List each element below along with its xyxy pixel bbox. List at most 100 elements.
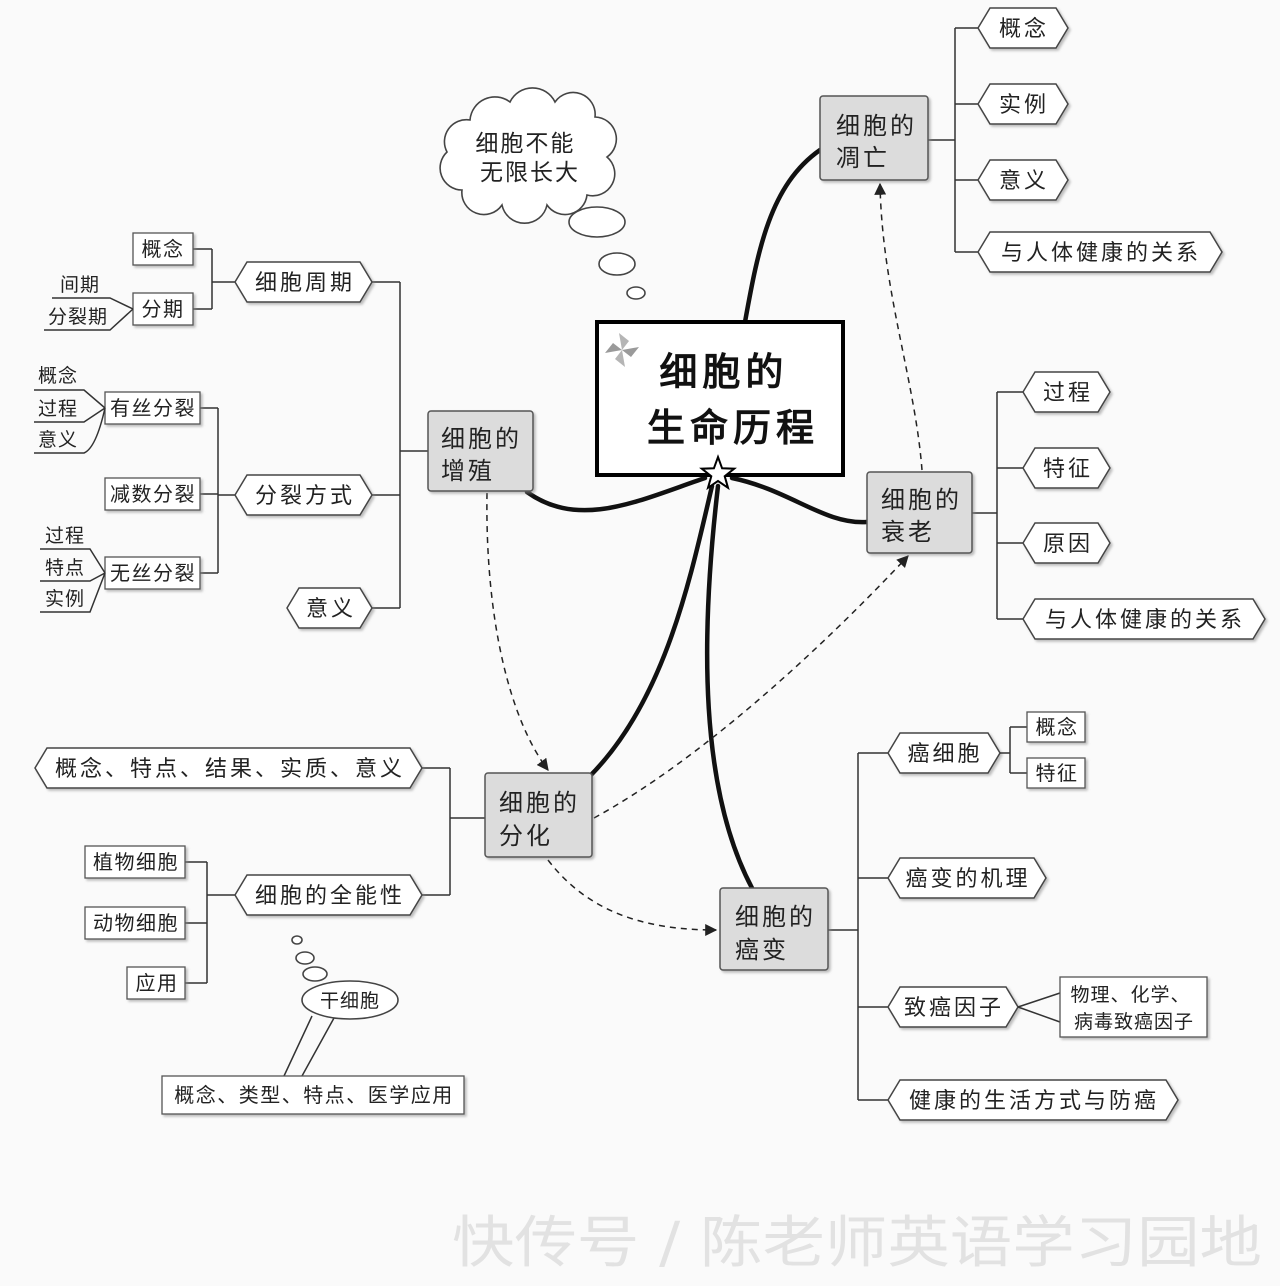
carcinogens-detail-line-2: 病毒致癌因子 bbox=[1074, 1011, 1194, 1033]
phase-division: 分裂期 bbox=[48, 306, 108, 328]
senescence-item-features: 特征 bbox=[1043, 457, 1093, 482]
differentiation-title-line-1: 细胞的 bbox=[499, 789, 580, 817]
prevention-tag bbox=[887, 1079, 1179, 1121]
mechanism-label: 癌变的机理 bbox=[905, 867, 1030, 892]
cell-cycle-concept: 概念 bbox=[142, 237, 185, 261]
proliferation-title: 细胞的 增殖 bbox=[441, 425, 533, 485]
carcinogens-detail-box bbox=[1059, 976, 1208, 1038]
branch-line-canceration bbox=[704, 483, 755, 891]
stem-cell-details-box bbox=[161, 1075, 465, 1115]
senescence-tag-process bbox=[1022, 371, 1111, 413]
carcinogens-connectors bbox=[1017, 992, 1061, 1023]
differentiation-title-line-2: 分化 bbox=[499, 822, 553, 850]
stem-cell-ellipse bbox=[301, 980, 399, 1020]
differentiation-title: 细胞的 分化 bbox=[499, 789, 591, 850]
thought-bubble: 细胞不能 无限长大 bbox=[439, 87, 646, 300]
connector-line bbox=[928, 27, 978, 253]
senescence-title-line-2: 衰老 bbox=[881, 518, 935, 546]
differentiation-node bbox=[484, 772, 593, 858]
cancer-cell-label: 癌细胞 bbox=[907, 742, 982, 767]
canceration-title-line-1: 细胞的 bbox=[735, 903, 816, 931]
proliferation-connectors bbox=[372, 281, 428, 609]
senescence-connectors bbox=[972, 391, 1023, 620]
branch-line-senescence bbox=[729, 475, 870, 525]
senescence-tag-causes bbox=[1022, 522, 1111, 564]
division-modes-label: 分裂方式 bbox=[255, 484, 355, 509]
differentiation-branch: 细胞的 分化 概念、特点、结果、实质、意义 细胞的全能性 植物细胞 动物细胞 应… bbox=[34, 747, 593, 1115]
totipotency-animal-cell: 动物细胞 bbox=[93, 911, 179, 935]
proliferation-node bbox=[427, 410, 534, 492]
stem-cell-dot-large bbox=[302, 966, 328, 982]
arrow-proliferation-to-differentiation bbox=[486, 492, 549, 771]
thought-text: 细胞不能 无限长大 bbox=[475, 131, 584, 186]
apoptosis-connectors bbox=[928, 27, 978, 253]
proliferation-significance-tag bbox=[286, 587, 373, 629]
apoptosis-item-example: 实例 bbox=[999, 93, 1049, 118]
carcinogens-label: 致癌因子 bbox=[904, 996, 1004, 1021]
thought-line-2: 无限长大 bbox=[480, 160, 580, 186]
carcinogens-detail-line-1: 物理、化学、 bbox=[1070, 984, 1190, 1006]
center-title-line-1: 细胞的 bbox=[659, 350, 788, 394]
stem-cell-dot-medium bbox=[295, 951, 315, 965]
totipotency-plant-box bbox=[84, 845, 186, 879]
thought-line-1: 细胞不能 bbox=[475, 131, 575, 157]
arrow-differentiation-to-canceration bbox=[547, 859, 718, 936]
totipotency-tag bbox=[234, 874, 423, 916]
senescence-tag-features bbox=[1022, 447, 1111, 489]
thought-dot-medium bbox=[598, 252, 636, 276]
apoptosis-title: 细胞的 凋亡 bbox=[836, 112, 928, 172]
phases-connectors bbox=[44, 297, 134, 331]
mitosis-item-significance: 意义 bbox=[38, 429, 78, 451]
canceration-branch: 细胞的 癌变 癌细胞 概念 特征 癌变的机理 致癌因子 物理、化学、 病毒致癌因… bbox=[719, 711, 1208, 1121]
senescence-item-health: 与人体健康的关系 bbox=[1045, 608, 1245, 633]
cancer-cell-features-box bbox=[1026, 757, 1086, 789]
amitosis-item-process: 过程 bbox=[45, 525, 85, 547]
meiosis-box bbox=[104, 477, 201, 511]
meiosis-label: 减数分裂 bbox=[110, 482, 196, 506]
apoptosis-item-concept: 概念 bbox=[999, 17, 1049, 42]
cell-cycle-tag bbox=[234, 261, 373, 303]
thought-dot-large bbox=[568, 206, 626, 238]
watermark-text: 快传号 / 陈老师英语学习园地 bbox=[452, 1211, 1262, 1276]
mitosis-connectors bbox=[34, 389, 106, 454]
totipotency-plant-cell: 植物细胞 bbox=[93, 850, 179, 874]
stem-cell-callout bbox=[283, 1015, 335, 1077]
senescence-node bbox=[866, 471, 973, 554]
apoptosis-tag-significance bbox=[977, 159, 1069, 201]
star-icon bbox=[699, 454, 737, 491]
cancer-cell-connectors bbox=[1000, 726, 1027, 774]
senescence-item-process: 过程 bbox=[1043, 381, 1093, 406]
senescence-title-line-1: 细胞的 bbox=[881, 486, 962, 514]
differentiation-connectors bbox=[422, 767, 485, 896]
prevention-label: 健康的生活方式与防癌 bbox=[909, 1089, 1159, 1114]
center-title: 细胞的 生命历程 bbox=[647, 350, 819, 450]
stem-cell-details: 概念、类型、特点、医学应用 bbox=[174, 1083, 454, 1107]
apoptosis-title-line-2: 凋亡 bbox=[836, 144, 890, 172]
arrow-senescence-to-apoptosis bbox=[874, 182, 923, 471]
branch-line-apoptosis bbox=[742, 147, 823, 325]
stem-cell-label: 干细胞 bbox=[320, 990, 380, 1012]
apoptosis-item-health: 与人体健康的关系 bbox=[1001, 241, 1201, 266]
cell-cycle-concept-box bbox=[132, 232, 194, 266]
canceration-connectors bbox=[828, 752, 888, 1101]
thought-dot-small bbox=[626, 286, 646, 300]
apoptosis-node bbox=[819, 95, 929, 181]
apoptosis-title-line-1: 细胞的 bbox=[836, 112, 917, 140]
cell-cycle-connectors bbox=[193, 248, 235, 310]
carcinogens-detail: 物理、化学、 病毒致癌因子 bbox=[1070, 984, 1197, 1033]
center-title-line-2: 生命历程 bbox=[647, 406, 819, 450]
canceration-node bbox=[719, 887, 829, 971]
senescence-tag-health bbox=[1022, 598, 1266, 640]
arrow-differentiation-to-senescence bbox=[593, 555, 909, 819]
amitosis-box bbox=[104, 556, 201, 590]
proliferation-title-line-2: 增殖 bbox=[441, 457, 495, 485]
proliferation-branch: 细胞的 增殖 细胞周期 概念 分期 间期 分裂期 分裂方式 有丝分裂 概念 过程… bbox=[34, 232, 534, 629]
totipotency-application-box bbox=[126, 966, 186, 1000]
apoptosis-tag-health bbox=[977, 231, 1223, 273]
center-node: 细胞的 生命历程 bbox=[595, 320, 845, 491]
apoptosis-item-significance: 意义 bbox=[999, 169, 1049, 194]
senescence-item-causes: 原因 bbox=[1043, 532, 1093, 557]
division-modes-connectors bbox=[200, 407, 235, 574]
main-branches bbox=[524, 147, 870, 891]
cell-cycle-label: 细胞周期 bbox=[255, 271, 355, 296]
